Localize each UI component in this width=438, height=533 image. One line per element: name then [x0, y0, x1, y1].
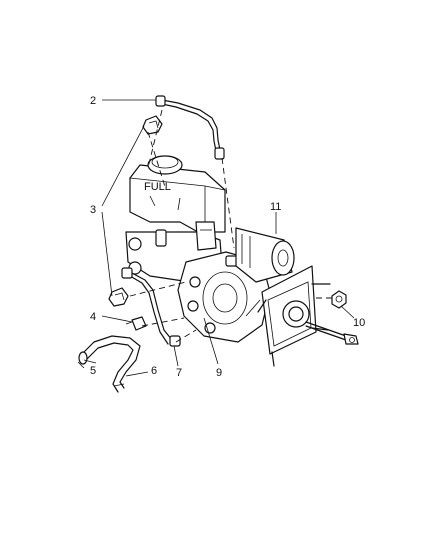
fluid-reservoir: FULL [129, 155, 226, 233]
brake-line-lower [121, 267, 181, 347]
leader-lines [83, 99, 355, 377]
callout-6: 6 [151, 365, 157, 377]
mounting-plate [257, 265, 331, 367]
brake-line-clip-lower [108, 287, 129, 307]
callout-4: 4 [90, 311, 96, 323]
callout-11: 11 [270, 201, 281, 213]
return-hose [77, 335, 141, 393]
brake-line-clip-upper [142, 115, 163, 135]
brake-line-upper [155, 95, 225, 160]
push-rod [305, 321, 359, 345]
callout-3: 3 [90, 204, 96, 216]
callout-7: 7 [176, 367, 182, 379]
callout-2: 2 [90, 95, 96, 107]
callout-9: 9 [216, 367, 222, 379]
alignment-lines [129, 109, 332, 343]
callout-10: 10 [353, 317, 365, 329]
callout-5: 5 [90, 365, 96, 377]
pump-motor [235, 227, 295, 283]
retaining-nut [331, 290, 347, 309]
hose-fitting [125, 316, 147, 331]
reservoir-full-label: FULL [144, 181, 171, 193]
